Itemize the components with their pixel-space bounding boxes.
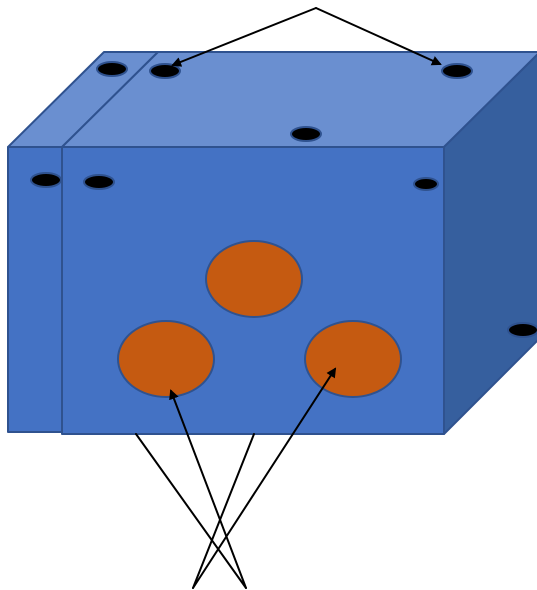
bottom-arrow-to-left-port [169, 389, 247, 589]
bottom-pointers [135, 367, 337, 589]
port-top [205, 240, 303, 318]
mounting-holes [30, 61, 537, 338]
top-arrow-left [171, 7, 317, 67]
hole-top-center [290, 126, 322, 142]
hole-side [507, 322, 537, 338]
hole-top-left [149, 63, 181, 79]
hole-back-top [96, 61, 128, 77]
hole-top-right [441, 63, 473, 79]
hole-front-right [413, 177, 439, 191]
bottom-line-left [135, 433, 247, 589]
bottom-arrow-to-right-port [192, 367, 337, 589]
hole-front-left [83, 174, 115, 190]
port-right [304, 320, 402, 398]
bottom-line-right [192, 433, 255, 589]
ports [117, 240, 402, 398]
top-arrow-right [315, 7, 442, 66]
hole-back-front [30, 172, 62, 188]
top-pointers [171, 7, 442, 67]
port-left [117, 320, 215, 398]
back-plate-front-face [7, 146, 63, 433]
